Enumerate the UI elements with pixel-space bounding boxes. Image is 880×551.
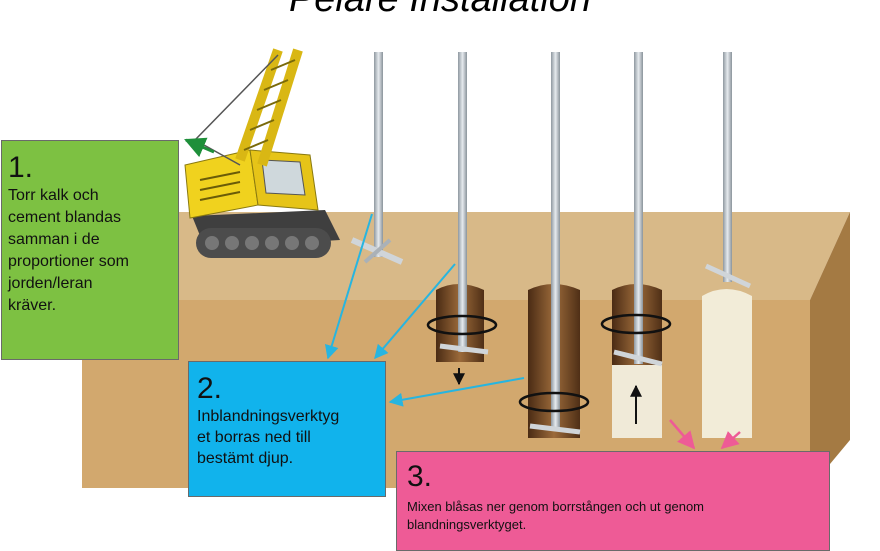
step-1-number: 1. (8, 151, 34, 184)
step-2-text: Inblandningsverktyg et borras ned till b… (197, 408, 340, 467)
auger-rod-4 (600, 52, 672, 424)
step-1-box: 1. Torr kalk och cement blandas samman i… (1, 140, 179, 360)
auger-rod-3 (518, 52, 590, 435)
step-2-number: 2. (197, 372, 223, 405)
crane (184, 48, 340, 258)
step-2-box: 2. Inblandningsverktyg et borras ned til… (188, 361, 386, 497)
step-3-text: Mixen blåsas ner genom borrstången och u… (407, 499, 705, 532)
page-title: Pelare Installation (0, 0, 880, 21)
step-3-box: 3. Mixen blåsas ner genom borrstången oc… (396, 451, 830, 551)
auger-rod-1 (350, 52, 404, 265)
finished-column (702, 52, 752, 438)
step-1-text: Torr kalk och cement blandas samman i de… (8, 187, 129, 314)
auger-rod-2 (426, 52, 498, 386)
pointer-arrows (184, 137, 741, 450)
step-3-number: 3. (407, 460, 433, 493)
